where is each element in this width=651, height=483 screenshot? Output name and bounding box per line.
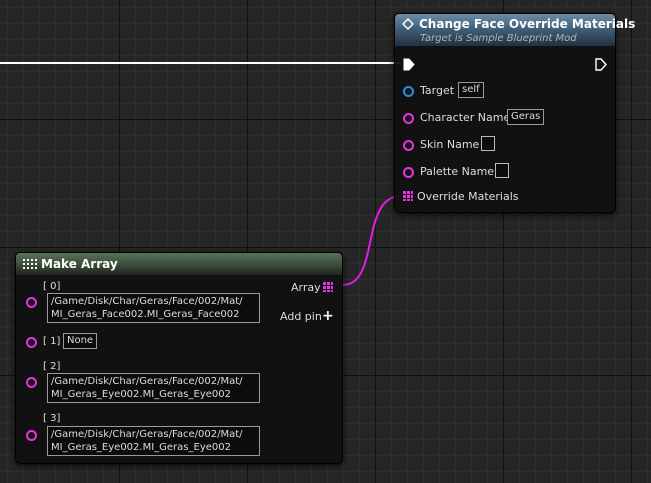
node-header[interactable]: Make Array — [16, 253, 342, 275]
element-0-line1: /Game/Disk/Char/Geras/Face/002/Mat/ — [51, 296, 243, 307]
element-3-line1: /Game/Disk/Char/Geras/Face/002/Mat/ — [51, 429, 243, 440]
target-value-field[interactable]: self — [458, 82, 484, 98]
character-name-label: Character Name — [420, 111, 511, 124]
target-pin[interactable] — [403, 86, 414, 97]
exec-pin-icon[interactable] — [403, 58, 415, 71]
node-title: Change Face Override Materials — [419, 17, 636, 31]
element-3-line2: MI_Geras_Eye002.MI_Geras_Eye002 — [51, 442, 231, 453]
node-title: Make Array — [41, 257, 118, 271]
element-index: [ 2] — [43, 361, 61, 372]
element-1-pin[interactable] — [26, 337, 37, 348]
array-wire[interactable] — [342, 195, 402, 286]
palette-name-pin[interactable] — [403, 167, 414, 178]
add-pin-label[interactable]: Add pin — [280, 310, 322, 323]
skin-name-pin[interactable] — [403, 140, 414, 151]
element-2-field[interactable]: /Game/Disk/Char/Geras/Face/002/Mat/ MI_G… — [47, 373, 260, 403]
element-index: [ 0] — [43, 281, 61, 292]
skin-name-label: Skin Name — [420, 138, 480, 151]
array-output-label: Array — [291, 281, 321, 294]
skin-name-field[interactable] — [481, 136, 495, 151]
element-index: [ 1] — [43, 336, 61, 347]
element-3-pin[interactable] — [26, 430, 37, 441]
array-grid-icon — [23, 259, 37, 269]
element-0-field[interactable]: /Game/Disk/Char/Geras/Face/002/Mat/ MI_G… — [47, 293, 260, 323]
element-2-line1: /Game/Disk/Char/Geras/Face/002/Mat/ — [51, 376, 243, 387]
make-array-node[interactable]: Make Array Array Add pin + [ 0] /Game/Di… — [15, 252, 343, 464]
element-3-field[interactable]: /Game/Disk/Char/Geras/Face/002/Mat/ MI_G… — [47, 426, 260, 456]
node-subtitle: Target is Sample Blueprint Mod — [420, 33, 577, 44]
element-index: [ 3] — [43, 413, 61, 424]
change-face-override-materials-node[interactable]: Change Face Override Materials Target is… — [394, 13, 635, 213]
override-materials-array-pin-icon[interactable] — [403, 191, 413, 201]
element-2-line2: MI_Geras_Eye002.MI_Geras_Eye002 — [51, 389, 231, 400]
array-output-pin-icon[interactable] — [323, 282, 333, 292]
element-2-pin[interactable] — [26, 377, 37, 388]
target-label: Target — [420, 84, 455, 97]
palette-name-label: Palette Name — [420, 165, 495, 178]
element-0-line2: MI_Geras_Face002.MI_Geras_Face002 — [51, 309, 240, 320]
exec-pin-outline-icon[interactable] — [595, 58, 607, 71]
override-materials-label: Override Materials — [417, 190, 519, 203]
diamond-function-icon — [402, 18, 414, 30]
element-0-pin[interactable] — [26, 297, 37, 308]
palette-name-field[interactable] — [495, 163, 509, 178]
element-1-field[interactable]: None — [63, 333, 98, 349]
character-name-field[interactable]: Geras — [507, 109, 545, 125]
plus-icon[interactable]: + — [322, 308, 334, 324]
node-header[interactable]: Change Face Override Materials Target is… — [395, 14, 635, 46]
character-name-pin[interactable] — [403, 113, 414, 124]
